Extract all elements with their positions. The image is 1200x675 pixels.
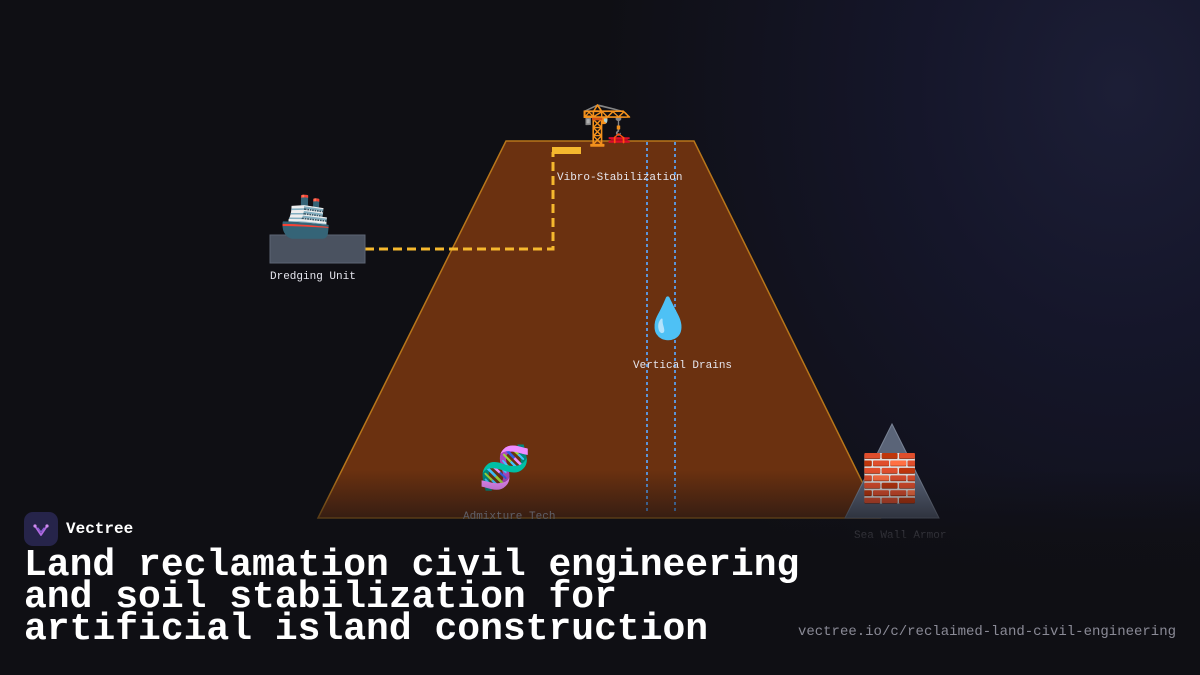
vertical-drains-label: Vertical Drains [633, 360, 732, 372]
pipeline-outlet [552, 147, 581, 154]
crane-icon: 🏗️ [581, 99, 633, 148]
source-url: vectree.io/c/reclaimed-land-civil-engine… [797, 624, 1176, 640]
dna-icon: 🧬 [479, 442, 531, 493]
brand-name: Vectree [66, 520, 134, 538]
dredging-unit-label: Dredging Unit [270, 271, 356, 283]
reclaimed-land-fill [316, 140, 882, 519]
brand: Vectree [24, 512, 133, 546]
admixture-tech-label: Admixture Tech [463, 511, 555, 523]
bricks-icon: 🧱 [861, 451, 918, 505]
ship-icon: 🚢 [280, 191, 332, 240]
dredge-pipeline [365, 152, 555, 251]
page-title: Land reclamation civil engineering and s… [24, 544, 800, 651]
vectree-logo-icon [24, 512, 58, 546]
vibro-stabilization-label: Vibro-Stabilization [557, 172, 682, 184]
droplet-icon: 💧 [643, 295, 693, 342]
sea-wall-armor-label: Sea Wall Armor [854, 530, 946, 542]
dredging-barge [269, 234, 366, 264]
